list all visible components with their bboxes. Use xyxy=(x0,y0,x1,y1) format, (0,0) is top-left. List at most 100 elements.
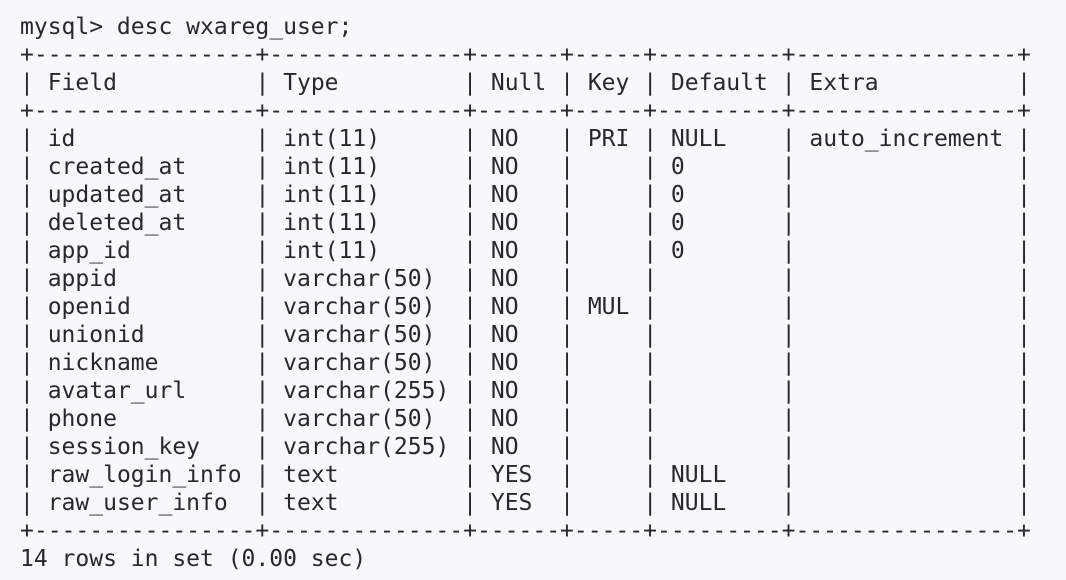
cell-type: int(11) xyxy=(283,126,381,152)
cell-padding xyxy=(809,210,1017,236)
column-separator: | xyxy=(1017,238,1031,264)
cell-padding xyxy=(685,210,782,236)
column-separator: | xyxy=(20,294,48,320)
column-separator: | xyxy=(560,126,588,152)
cell-padding xyxy=(809,266,1017,292)
cell-default: 0 xyxy=(670,182,685,208)
cell-padding xyxy=(726,126,781,152)
table-row: | raw_user_info | text | YES | | NULL | … xyxy=(20,489,1066,517)
column-separator: | xyxy=(1017,322,1031,348)
column-separator: | xyxy=(463,238,491,264)
column-separator: | xyxy=(20,238,48,264)
cell-type: text xyxy=(283,462,339,488)
table-border-top: +----------------+--------------+------+… xyxy=(20,42,1031,68)
table-row: | appid | varchar(50) | NO | | | | xyxy=(20,265,1066,293)
column-separator: | xyxy=(643,126,671,152)
column-separator: | xyxy=(781,406,810,432)
cell-padding xyxy=(588,210,643,236)
cell-null: YES xyxy=(490,462,533,488)
column-separator: | xyxy=(560,406,588,432)
cell-padding xyxy=(671,322,782,348)
cell-padding xyxy=(588,434,643,460)
column-separator: | xyxy=(1017,462,1031,488)
column-separator: | xyxy=(781,126,810,152)
cell-padding xyxy=(809,350,1017,376)
cell-null: NO xyxy=(490,210,519,236)
table-row: | session_key | varchar(255) | NO | | | … xyxy=(20,433,1066,461)
column-separator: | xyxy=(643,406,671,432)
column-separator: | xyxy=(255,70,284,96)
column-separator: | xyxy=(781,182,810,208)
column-separator: | xyxy=(255,378,284,404)
cell-padding xyxy=(242,462,256,488)
column-separator: | xyxy=(255,182,284,208)
cell-padding xyxy=(809,434,1017,460)
column-separator: | xyxy=(20,182,48,208)
header-cell-extra: Extra xyxy=(809,70,879,96)
column-separator: | xyxy=(781,322,810,348)
cell-padding xyxy=(75,126,255,152)
column-separator: | xyxy=(20,154,48,180)
column-separator: | xyxy=(1017,434,1031,460)
cell-padding xyxy=(380,182,463,208)
cell-type: int(11) xyxy=(283,210,381,236)
column-separator: | xyxy=(20,266,48,292)
table-row: | avatar_url | varchar(255) | NO | | | | xyxy=(20,377,1066,405)
column-separator: | xyxy=(20,350,48,376)
cell-padding xyxy=(435,294,463,320)
cell-padding xyxy=(435,350,463,376)
cell-padding xyxy=(117,70,255,96)
header-cell-key: Key xyxy=(587,70,630,96)
column-separator: | xyxy=(463,406,491,432)
cell-padding xyxy=(519,350,561,376)
column-separator: | xyxy=(255,406,284,432)
column-separator: | xyxy=(560,490,588,516)
cell-padding xyxy=(186,182,255,208)
cell-padding xyxy=(200,434,255,460)
column-separator: | xyxy=(643,378,671,404)
column-separator: | xyxy=(255,490,284,516)
column-separator: | xyxy=(643,238,671,264)
cell-field: nickname xyxy=(47,350,159,376)
column-separator: | xyxy=(1017,266,1031,292)
column-separator: | xyxy=(560,266,588,292)
cell-padding xyxy=(131,238,256,264)
cell-field: appid xyxy=(47,266,117,292)
cell-padding xyxy=(671,434,782,460)
cell-padding xyxy=(809,238,1017,264)
column-separator: | xyxy=(255,210,284,236)
column-separator: | xyxy=(560,434,588,460)
table-row: | unionid | varchar(50) | NO | | | | xyxy=(20,321,1066,349)
table-row: | nickname | varchar(50) | NO | | | | xyxy=(20,349,1066,377)
column-separator: | xyxy=(560,238,588,264)
cell-padding xyxy=(685,182,782,208)
cell-padding xyxy=(532,462,560,488)
cell-field: openid xyxy=(47,294,131,320)
cell-type: text xyxy=(283,490,339,516)
cell-padding xyxy=(588,406,643,432)
column-separator: | xyxy=(1017,490,1031,516)
cell-field: deleted_at xyxy=(47,210,187,236)
cell-padding xyxy=(671,350,782,376)
cell-null: NO xyxy=(490,406,519,432)
column-separator: | xyxy=(20,126,48,152)
cell-padding xyxy=(131,294,256,320)
cell-padding xyxy=(726,490,781,516)
cell-default: NULL xyxy=(670,462,727,488)
cell-padding xyxy=(519,182,561,208)
cell-padding xyxy=(519,378,561,404)
column-separator: | xyxy=(781,462,810,488)
cell-padding xyxy=(228,490,256,516)
table-row: | created_at | int(11) | NO | | 0 | | xyxy=(20,153,1066,181)
column-separator: | xyxy=(463,294,491,320)
table-row: | phone | varchar(50) | NO | | | | xyxy=(20,405,1066,433)
column-separator: | xyxy=(643,154,671,180)
column-separator: | xyxy=(560,70,588,96)
cell-field: unionid xyxy=(47,322,145,348)
table-row: | updated_at | int(11) | NO | | 0 | | xyxy=(20,181,1066,209)
column-separator: | xyxy=(643,294,671,320)
cell-padding xyxy=(435,322,463,348)
cell-field: phone xyxy=(47,406,117,432)
table-row: | raw_login_info | text | YES | | NULL |… xyxy=(20,461,1066,489)
